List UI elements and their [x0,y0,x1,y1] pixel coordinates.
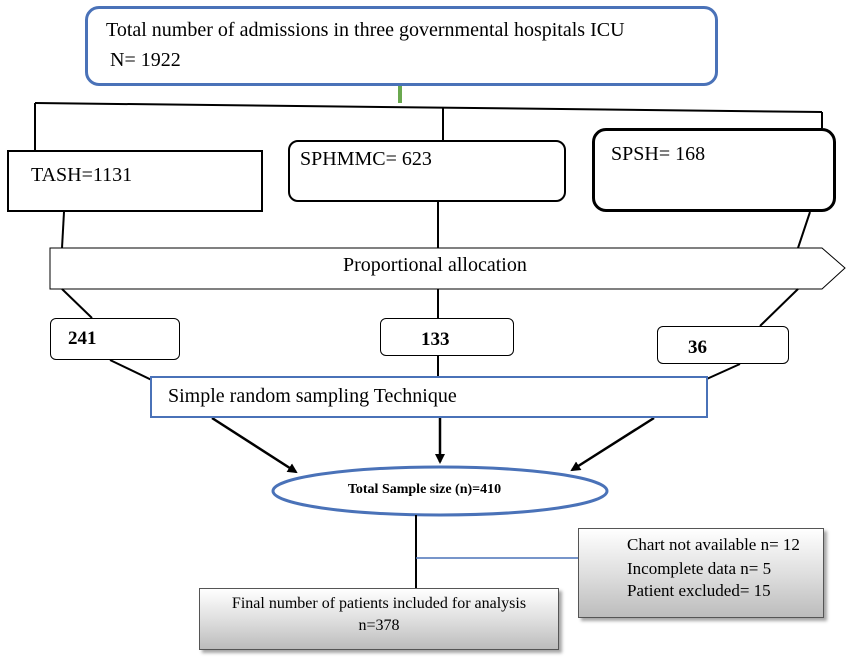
hospital-box-spsh: SPSH= 168 [592,128,836,212]
sample-value-sphmmc: 133 [421,329,450,350]
distribution-line [34,102,823,113]
total-admissions-box: Total number of admissions in three gove… [85,6,718,86]
total-sample-ellipse [271,465,609,517]
exclusion-patient-excluded: Patient excluded= 15 [627,581,771,600]
sampling-technique-box: Simple random sampling Technique [150,376,708,418]
total-sample-label: Total Sample size (n)=410 [347,482,502,497]
sample-box-tash: 241 [50,318,180,360]
final-patients-box: Final number of patients included for an… [199,588,559,650]
arrow-left [211,416,298,474]
total-sample-label-wrap: Total Sample size (n)=410 [0,482,851,498]
hospital-label-spsh: SPSH= 168 [611,143,706,165]
sample-value-tash: 241 [68,328,97,349]
hospital-label-sphmmc: SPHMMC= 623 [300,148,432,170]
arrow-right [570,416,655,472]
link-alloc-241 [61,288,93,319]
sample-box-sphmmc: 133 [380,318,514,356]
hospital-box-sphmmc: SPHMMC= 623 [288,140,566,202]
proportional-allocation-label: Proportional allocation [343,254,527,276]
total-admissions-count: N= 1922 [110,49,181,71]
exclusion-incomplete-data: Incomplete data n= 5 [627,559,772,578]
link-tash-alloc [61,211,65,249]
final-patients-label: Final number of patients included for an… [231,595,527,612]
total-admissions-title: Total number of admissions in three gove… [106,19,625,41]
sampling-technique-label: Simple random sampling Technique [168,385,457,407]
sample-value-spsh: 36 [688,337,707,358]
proportional-allocation-arrow [49,247,846,290]
final-patients-count: n=378 [358,617,400,634]
hospital-label-tash: TASH=1131 [31,164,133,186]
link-spsh-alloc [797,211,811,249]
exclusion-box: Chart not available n= 12 Incomplete dat… [578,528,824,618]
hospital-box-tash: TASH=1131 [7,150,263,212]
sample-box-spsh: 36 [657,326,789,364]
link-alloc-36 [759,288,799,327]
exclusion-chart-not-available: Chart not available n= 12 [627,535,800,554]
